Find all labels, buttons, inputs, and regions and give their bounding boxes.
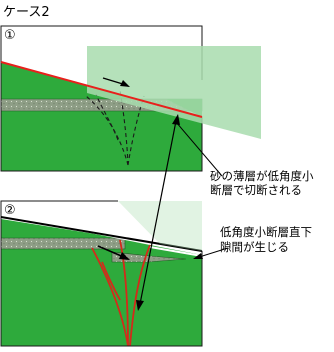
panel-2-slip-arrowhead: [119, 252, 130, 260]
panel-1-low-angle-fault: [0, 61, 203, 118]
panel-2-branch-faults: [91, 239, 151, 347]
panel-1-upper-block: [87, 46, 261, 139]
annotation-1-line-2: 断層で切断される: [210, 183, 302, 197]
panel-2: ②: [0, 200, 203, 347]
annotation-2-line-1: 低角度小断層直下: [220, 225, 312, 239]
panel-2-gap-line: [149, 246, 203, 257]
case-title: ケース2: [3, 5, 50, 20]
panel-2-gap: [90, 233, 202, 255]
panel-2-low-angle-fault: [0, 216, 203, 252]
annotation-1-line-1: 砂の薄層が低角度小: [210, 169, 314, 183]
panel-2-sand-layer-left: [0, 237, 126, 250]
panel-2-upper-block-edge: [118, 201, 202, 251]
annotation-2-arrowhead: [193, 253, 203, 259]
annotation-2-line-2: 隙間が生じる: [220, 240, 289, 254]
annotation-1-leader: [175, 121, 223, 177]
displacement-arrow: [136, 114, 180, 311]
panel-1-marker: ①: [4, 28, 16, 43]
panel-2-marker: ②: [4, 203, 16, 218]
panel-1-frame: [0, 25, 203, 172]
panel-2-frame: [0, 200, 203, 347]
panel-2-ground: [1, 219, 202, 346]
panel-1-ground: [1, 62, 202, 171]
panel-1-slip-arrowhead: [120, 80, 130, 87]
panel-1: ①: [0, 25, 261, 172]
